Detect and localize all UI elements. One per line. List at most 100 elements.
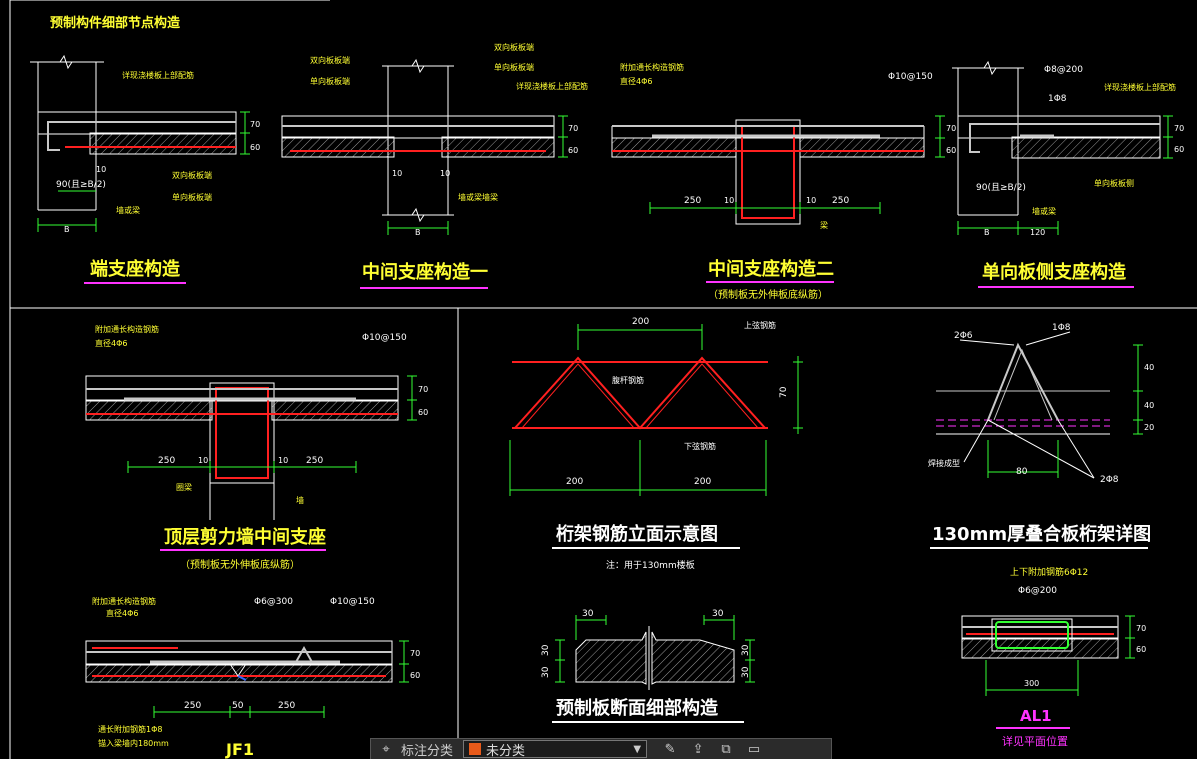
detail-title-truss-elevation: 桁架钢筋立面示意图 xyxy=(556,523,718,545)
label: 附加通长构造钢筋 xyxy=(92,596,156,606)
label: 墙或梁 xyxy=(1032,206,1056,216)
label: 250 xyxy=(306,456,323,466)
label: 60 xyxy=(418,408,428,417)
label: 单向板板侧 xyxy=(1094,178,1134,188)
detail-truss-elevation: 200 上弦钢筋 腹杆钢筋 下弦钢筋 70 200 200 桁架钢筋立面示意图 … xyxy=(509,317,803,571)
label: 70 xyxy=(568,124,578,133)
label: 60 xyxy=(250,143,260,152)
label: 250 xyxy=(184,701,201,711)
label: 70 xyxy=(779,386,789,398)
label: 附加通长构造钢筋 xyxy=(95,324,159,334)
label: 250 xyxy=(278,701,295,711)
pen-icon[interactable]: ✎ xyxy=(664,741,676,757)
annotation-icon[interactable]: ⌖ xyxy=(382,741,390,757)
detail-mid-support-1: 双向板板端 单向板板端 双向板板端 单向板板端 详现浇楼板上部配筋 墙或梁墙梁 … xyxy=(281,42,588,289)
category-color-swatch xyxy=(469,743,482,755)
label: 焊接成型 xyxy=(928,458,960,468)
label: 30 xyxy=(541,666,551,678)
label: 附加通长构造钢筋 xyxy=(620,62,684,72)
category-selected: 未分类 xyxy=(486,743,526,759)
label: Φ10@150 xyxy=(888,72,933,82)
label: 下弦钢筋 xyxy=(684,441,716,451)
label: 10 xyxy=(198,456,208,465)
label: 10 xyxy=(806,196,816,205)
label: B xyxy=(64,225,70,234)
chevron-down-icon: ▼ xyxy=(633,743,642,755)
label: 双向板板端 xyxy=(494,42,534,52)
detail-subtitle: 详见平面位置 xyxy=(1002,734,1068,748)
label: 锚入梁墙内180mm xyxy=(98,738,169,748)
label: 70 xyxy=(1174,124,1184,133)
label: 90(且≥B/2) xyxy=(56,179,106,190)
label: 2Φ8 xyxy=(1100,475,1119,485)
detail-subtitle: （预制板无外伸板底纵筋） xyxy=(708,288,828,301)
label: 250 xyxy=(158,456,175,466)
label: 梁 xyxy=(820,221,828,230)
copy-icon[interactable]: ⧉ xyxy=(721,741,731,757)
label: 单向板板端 xyxy=(310,76,350,86)
category-label: 标注分类 xyxy=(401,743,454,759)
label: 80 xyxy=(1016,467,1028,477)
label: 250 xyxy=(832,196,849,206)
label: 60 xyxy=(568,146,578,155)
label: 墙 xyxy=(296,495,304,505)
label: 直径4Φ6 xyxy=(106,608,138,618)
label: 70 xyxy=(1136,624,1146,633)
label: 50 xyxy=(232,701,244,711)
label: 70 xyxy=(410,649,420,658)
label: 20 xyxy=(1144,423,1154,432)
detail-truss-130mm: 2Φ6 1Φ8 焊接成型 80 2Φ8 40 40 20 130mm厚叠合板桁架… xyxy=(928,323,1154,549)
detail-title-end-support: 端支座构造 xyxy=(90,258,180,280)
label: Φ6@300 xyxy=(254,597,293,607)
label: 70 xyxy=(250,120,260,129)
label: B xyxy=(984,228,990,237)
label: 墙或梁墙梁 xyxy=(458,192,498,202)
label: 90(且≥B/2) xyxy=(976,182,1026,193)
label: 详现浇楼板上部配筋 xyxy=(516,81,588,91)
label: 详现浇楼板上部配筋 xyxy=(122,70,194,80)
label: 30 xyxy=(741,666,751,678)
label: 40 xyxy=(1144,363,1154,372)
label: 双向板板端 xyxy=(172,170,212,180)
label: 250 xyxy=(684,196,701,206)
detail-section: 30 30 30 30 30 30 预制板断面细部构造 xyxy=(541,609,755,723)
label: 70 xyxy=(946,124,956,133)
label: 60 xyxy=(1174,145,1184,154)
label: 单向板板端 xyxy=(494,62,534,72)
label: 60 xyxy=(1136,645,1146,654)
label: 1Φ8 xyxy=(1052,323,1071,333)
detail-title-jf1: JF1 xyxy=(225,740,254,759)
annotation-toolbar: ⌖ 标注分类 未分类 ▼ ✎ ⇪ ⧉ ▭ xyxy=(370,738,832,759)
label: 直径4Φ6 xyxy=(620,76,652,86)
delete-icon[interactable]: ▭ xyxy=(747,741,761,757)
label: 200 xyxy=(566,477,583,487)
label: Φ6@200 xyxy=(1018,586,1057,596)
label: 2Φ6 xyxy=(954,331,973,341)
label: Φ8@200 xyxy=(1044,65,1083,75)
sheet-frame xyxy=(9,0,1197,759)
label: B xyxy=(415,228,421,237)
label: 60 xyxy=(410,671,420,680)
category-select[interactable]: 未分类 ▼ xyxy=(463,740,648,759)
detail-al1: 上下附加钢筋6Φ12 Φ6@200 300 60 70 AL1 详见平面位置 xyxy=(961,566,1146,748)
label: 通长附加钢筋1Φ8 xyxy=(98,724,162,734)
detail-title-truss-130mm: 130mm厚叠合板桁架详图 xyxy=(932,523,1151,545)
label: 单向板板端 xyxy=(172,192,212,202)
detail-title-top-shear-wall: 顶层剪力墙中间支座 xyxy=(164,526,326,548)
label: 上弦钢筋 xyxy=(744,320,776,330)
label: 上下附加钢筋6Φ12 xyxy=(1010,566,1088,578)
label: 200 xyxy=(694,477,711,487)
label: 圈梁 xyxy=(176,483,192,492)
label: 10 xyxy=(392,169,402,178)
label: 40 xyxy=(1144,401,1154,410)
detail-title-section: 预制板断面细部构造 xyxy=(556,697,718,719)
label: 10 xyxy=(278,456,288,465)
label: Φ10@150 xyxy=(362,333,407,343)
upload-icon[interactable]: ⇪ xyxy=(692,741,704,757)
label: 10 xyxy=(724,196,734,205)
label: 腹杆钢筋 xyxy=(612,375,644,385)
detail-end-support: 详现浇楼板上部配筋 双向板板端 单向板板端 90(且≥B/2) 10 B 墙或梁… xyxy=(30,54,260,284)
detail-title-al1: AL1 xyxy=(1020,707,1052,725)
detail-jf1: 附加通长构造钢筋 直径4Φ6 Φ6@300 Φ10@150 250 50 250… xyxy=(85,596,420,759)
